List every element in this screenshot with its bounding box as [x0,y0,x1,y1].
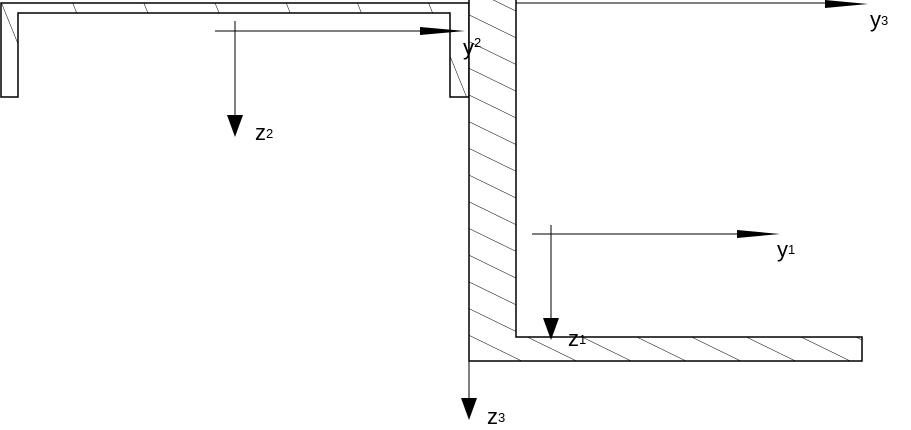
axis-z1 [543,225,559,340]
label-z2: z2 [255,120,273,145]
label-y3: y3 [870,7,888,32]
angle-section [468,0,863,362]
label-y2: y2 [463,35,481,60]
label-y1: y1 [777,237,795,262]
axis-y3 [516,0,868,8]
label-z3: z3 [487,404,505,429]
axis-y1 [532,230,780,238]
axis-z2 [227,21,243,137]
label-z1: z1 [568,326,586,351]
axis-y2 [215,27,465,35]
axis-z3 [461,361,477,420]
